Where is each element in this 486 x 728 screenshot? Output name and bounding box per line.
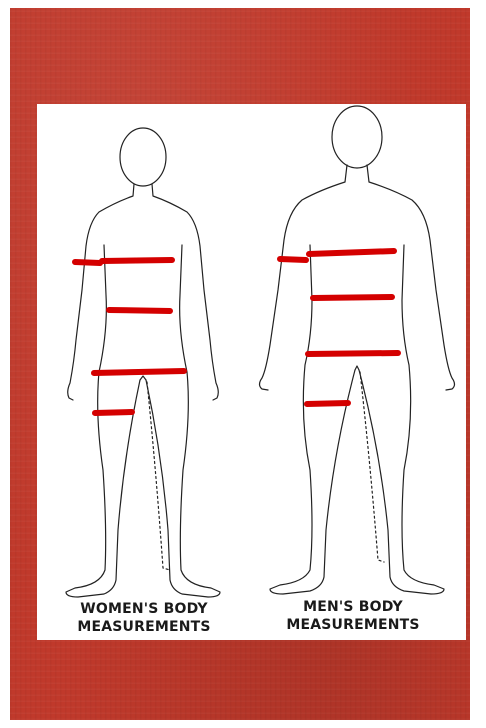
men-inseam-dotted [360,372,384,562]
women-caption-line2: MEASUREMENTS [54,618,234,636]
men-caption: MEN'S BODY MEASUREMENTS [263,598,443,634]
men-caption-line2: MEASUREMENTS [263,616,443,634]
women-thigh-measure-line [95,412,132,413]
women-caption: WOMEN'S BODY MEASUREMENTS [54,600,234,636]
men-thigh-measure-line [307,403,348,404]
men-hip-measure-line [308,353,398,354]
women-caption-line1: WOMEN'S BODY [54,600,234,618]
women-arm-measure-line [75,262,100,263]
women-hip-measure-line [94,371,184,373]
women-waist-measure-line [109,310,170,311]
women-figure-outline [66,128,220,597]
men-figure-outline [260,106,455,594]
women-head [120,128,166,186]
women-inseam-dotted [147,382,170,570]
men-arm-measure-line [280,259,306,260]
men-waist-measure-line [313,297,392,298]
women-bust-measure-line [102,260,172,261]
men-head [332,106,382,168]
men-caption-line1: MEN'S BODY [263,598,443,616]
men-chest-measure-line [309,251,394,254]
